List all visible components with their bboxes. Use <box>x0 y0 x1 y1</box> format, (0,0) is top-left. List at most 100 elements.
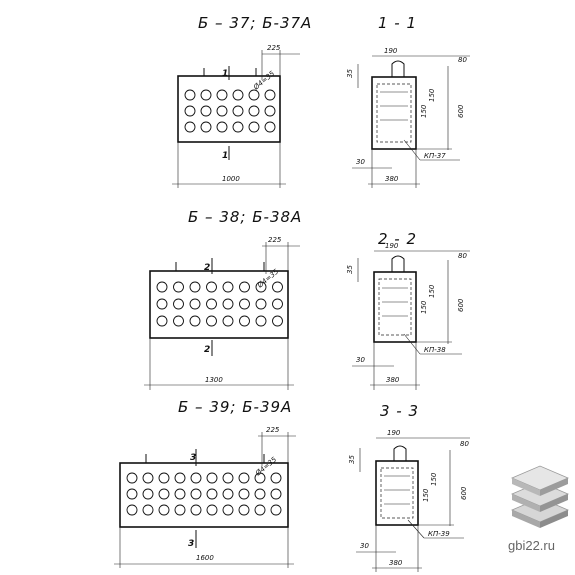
hole <box>206 472 218 484</box>
hole <box>156 315 168 327</box>
hole <box>158 488 170 500</box>
top-offset-dim: 35 <box>346 69 354 78</box>
block-3-title: Б – 39; Б-39А <box>178 398 292 416</box>
section-1-outline <box>371 76 417 150</box>
hole <box>189 298 201 310</box>
hole <box>126 472 138 484</box>
hole <box>184 121 196 133</box>
section-top-width-dim: 190 <box>387 429 401 437</box>
hole <box>255 315 267 327</box>
block-1: Б – 37; Б-37А 1 - 1 1 1 225 Ø4=35 1000 <box>172 14 470 188</box>
hole <box>232 89 244 101</box>
section-height-dim: 600 <box>457 298 465 312</box>
section-top-width-dim: 190 <box>385 242 399 250</box>
bottom-offset-dim: 30 <box>356 158 365 166</box>
spacing-b-dim: 150 <box>428 284 436 298</box>
section-3-rebar <box>380 467 414 519</box>
section-2-loop <box>391 255 405 272</box>
hole <box>184 89 196 101</box>
stacked-slabs-icon <box>510 465 570 528</box>
hole <box>248 89 260 101</box>
hole <box>216 121 228 133</box>
section-2-rebar <box>378 278 412 336</box>
hole <box>264 89 276 101</box>
spacing-a-dim: 150 <box>422 488 430 502</box>
section-mark-bottom: 2 <box>204 345 210 355</box>
edge-offset-dim: 225 <box>266 426 280 434</box>
kp-leader <box>407 519 425 539</box>
hole <box>272 298 283 310</box>
hole <box>190 504 202 516</box>
hole <box>270 472 282 484</box>
length-dim: 1300 <box>205 376 223 384</box>
hole <box>126 504 138 516</box>
edge-offset-dim: 225 <box>268 236 282 244</box>
hole <box>200 121 212 133</box>
hole <box>190 472 202 484</box>
section-3-title: 3 - 3 <box>380 402 419 420</box>
block-1-holes <box>184 89 276 133</box>
kp-leader <box>403 333 421 355</box>
spacing-b-dim: 150 <box>430 472 438 486</box>
edge-offset-dim: 225 <box>267 44 281 52</box>
section-1-view: 190 80 35 600 150 150 30 380 КП-37 <box>346 47 470 188</box>
spacing-a-dim: 150 <box>420 300 428 314</box>
hole <box>272 315 283 327</box>
kp-label: КП-39 <box>428 530 450 538</box>
watermark-text: gbi22.ru <box>508 538 555 553</box>
hole <box>238 472 250 484</box>
hole <box>222 504 234 516</box>
block-2-holes <box>156 281 283 327</box>
block-3-holes <box>126 472 282 516</box>
hole <box>216 105 228 117</box>
hole <box>239 315 250 327</box>
hole <box>158 472 170 484</box>
hole <box>255 281 267 293</box>
section-3-outline <box>375 460 419 526</box>
section-mark-bottom: 1 <box>222 151 228 161</box>
spacing-a-dim: 150 <box>420 104 428 118</box>
block-3-elevation: 3 3 225 Ø4=35 1600 <box>114 426 296 568</box>
bottom-offset-dim: 30 <box>360 542 369 550</box>
hole <box>222 315 234 327</box>
length-dim: 1600 <box>196 554 214 562</box>
kp-leader <box>403 139 421 161</box>
hole <box>126 488 138 500</box>
hole <box>206 315 217 327</box>
section-2-view: 190 80 35 600 150 150 30 380 КП-38 <box>346 242 470 390</box>
section-3-view: 190 80 35 600 150 150 30 380 КП-39 <box>348 429 470 572</box>
hole <box>222 472 234 484</box>
hole <box>173 315 184 327</box>
cap-dim: 80 <box>458 252 467 260</box>
hole <box>173 281 184 293</box>
hole <box>156 298 168 310</box>
hole <box>254 504 266 516</box>
section-1-loop <box>391 60 405 77</box>
hole <box>174 504 186 516</box>
section-1-rebar <box>376 83 412 143</box>
block-3-outline <box>119 462 289 528</box>
hole <box>142 488 154 500</box>
hole <box>238 488 250 500</box>
hole <box>189 315 201 327</box>
block-1-elevation: 1 1 225 Ø4=35 1000 <box>172 44 300 188</box>
hole <box>232 121 244 133</box>
section-mark-top: 2 <box>204 263 210 273</box>
kp-label: КП-38 <box>424 346 446 354</box>
hole-dim: Ø4=35 <box>253 455 278 478</box>
section-mark-top: 3 <box>190 453 196 463</box>
section-3-loop <box>393 445 407 461</box>
bottom-offset-dim: 30 <box>356 356 365 364</box>
section-mark-top: 1 <box>222 69 228 79</box>
hole <box>156 281 168 293</box>
block-2-elevation: 2 2 225 Ø4=35 1300 <box>144 236 300 390</box>
hole <box>158 504 170 516</box>
section-mark-bottom: 3 <box>188 539 194 549</box>
block-2: Б – 38; Б-38А 2 - 2 2 2 225 Ø4=35 1300 <box>144 208 470 390</box>
hole <box>216 89 228 101</box>
section-1-title: 1 - 1 <box>378 14 417 32</box>
cap-dim: 80 <box>458 56 467 64</box>
top-offset-dim: 35 <box>348 455 356 464</box>
hole <box>255 298 267 310</box>
